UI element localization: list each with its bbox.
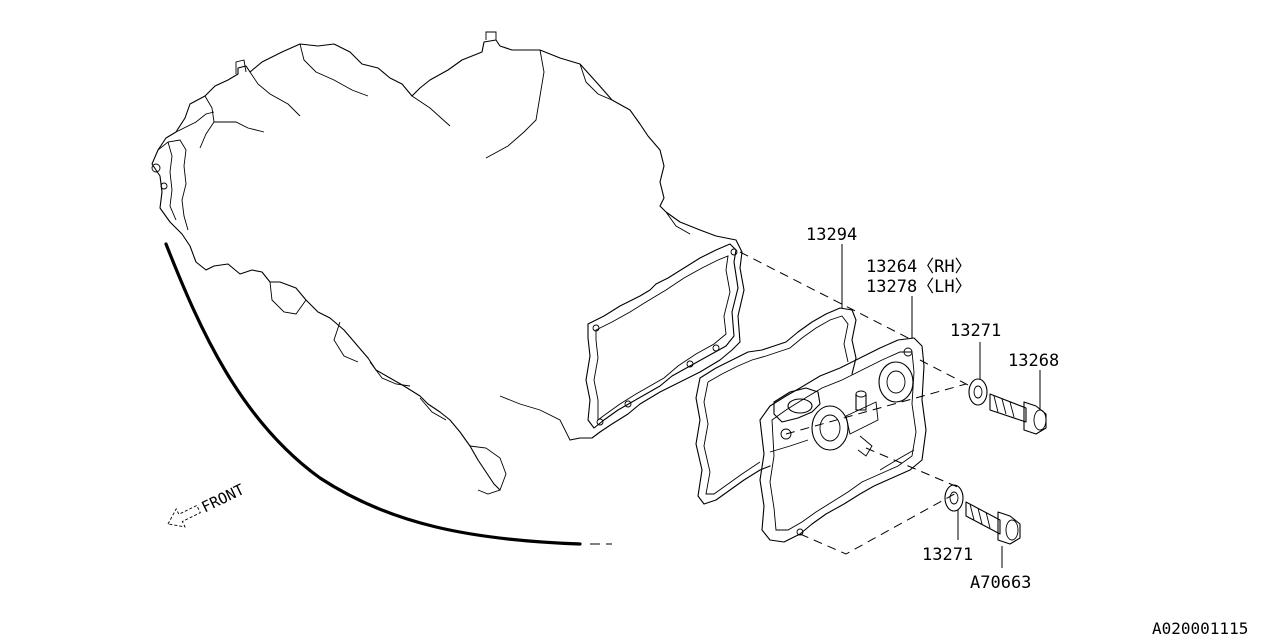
bolt-upper bbox=[989, 393, 1047, 435]
assembly-sweep-line bbox=[164, 242, 582, 546]
label-seal-washer-lower: 13271 bbox=[922, 545, 973, 565]
label-bolt-lower: A70663 bbox=[970, 573, 1031, 593]
label-bolt-upper: 13268 bbox=[1008, 351, 1059, 371]
valve-cover-gasket bbox=[695, 307, 857, 505]
seal-washer-upper bbox=[968, 378, 988, 406]
engine-block bbox=[151, 31, 745, 495]
rocker-cover bbox=[759, 337, 927, 543]
label-cover-lh: 13278〈LH〉 bbox=[866, 277, 972, 297]
bolt-lower bbox=[965, 501, 1021, 545]
label-cover-rh: 13264〈RH〉 bbox=[866, 257, 972, 277]
leader-lines bbox=[841, 244, 1041, 568]
front-arrow-icon bbox=[167, 504, 201, 528]
engine-head-gasket-seat bbox=[585, 243, 739, 429]
front-marker: FRONT bbox=[167, 480, 247, 528]
label-seal-washer-upper: 13271 bbox=[950, 321, 1001, 341]
front-label: FRONT bbox=[199, 480, 247, 516]
diagram-code: A020001115 bbox=[1152, 619, 1248, 638]
label-valley-gasket: 13294 bbox=[806, 225, 857, 245]
alignment-lines bbox=[739, 251, 971, 555]
